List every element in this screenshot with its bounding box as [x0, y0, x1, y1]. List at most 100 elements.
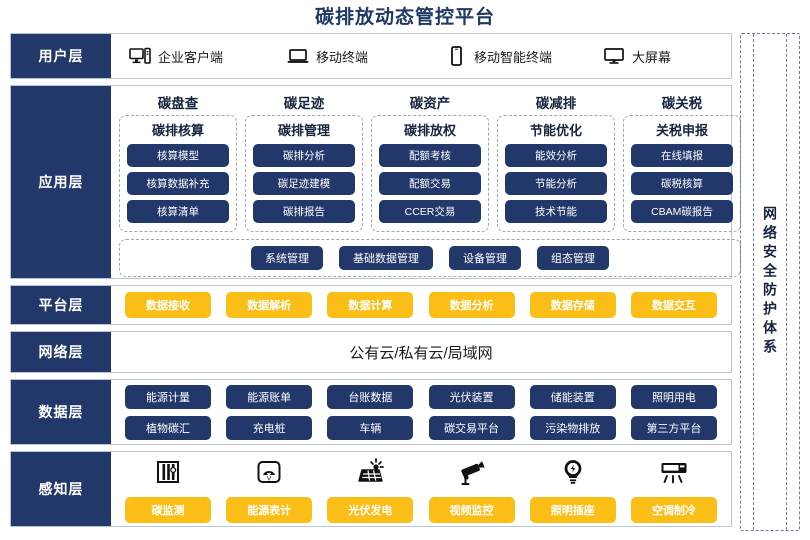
app-pill[interactable]: 碳足迹建模	[253, 172, 355, 195]
sense-item-lighting-socket[interactable]: 照明插座	[529, 455, 616, 523]
app-group-carbon-footprint: 碳足迹 碳排管理 碳排分析 碳足迹建模 碳排报告	[245, 92, 363, 232]
data-row: 植物碳汇 充电桩 车辆 碳交易平台 污染物排放 第三方平台	[125, 415, 717, 440]
app-pill[interactable]: 碳排分析	[253, 144, 355, 167]
layer-user: 用户层 企业客户端 移动终端	[10, 33, 732, 79]
laptop-icon	[287, 46, 309, 66]
application-groups: 碳盘查 碳排核算 核算模型 核算数据补充 核算清单 碳足迹 碳排管理 碳排分析	[119, 92, 741, 232]
group-title: 碳盘查	[157, 96, 199, 111]
user-item-mobile-terminal[interactable]: 移动终端	[287, 46, 439, 66]
app-pill[interactable]: 核算模型	[127, 144, 229, 167]
app-group-carbon-asset: 碳资产 碳排放权 配额考核 配额交易 CCER交易	[371, 92, 489, 232]
platform-pill[interactable]: 数据交互	[630, 292, 717, 318]
app-pill[interactable]: 核算数据补充	[127, 172, 229, 195]
app-pill[interactable]: 在线填报	[631, 144, 733, 167]
platform-pill[interactable]: 数据分析	[428, 292, 515, 318]
data-pill[interactable]: 污染物排放	[529, 415, 616, 440]
user-item-large-screen[interactable]: 大屏幕	[603, 46, 755, 66]
user-item-enterprise-client[interactable]: 企业客户端	[129, 46, 281, 66]
layer-platform: 平台层 数据接收 数据解析 数据计算 数据分析 数据存储 数据交互	[10, 285, 732, 325]
layer-data-label: 数据层	[11, 380, 111, 444]
layer-application: 应用层 碳盘查 碳排核算 核算模型 核算数据补充 核算清单 碳足迹	[10, 85, 741, 279]
security-panel-label: 网络安全防护体系	[762, 206, 778, 358]
group-subtitle: 碳排放权	[403, 123, 456, 138]
mgmt-pill-system[interactable]: 系统管理	[251, 246, 323, 270]
management-module-box: 系统管理 基础数据管理 设备管理 组态管理	[119, 239, 741, 277]
layer-data-body: 能源计量 能源账单 台账数据 光伏装置 储能装置 照明用电 植物碳汇 充电桩 车…	[111, 380, 731, 444]
app-pill[interactable]: 能效分析	[505, 144, 607, 167]
platform-pill[interactable]: 数据存储	[529, 292, 616, 318]
layer-perception: 感知层 碳监测 V 能源表计	[10, 451, 732, 527]
sense-label: 照明插座	[529, 496, 616, 523]
user-item-label: 移动智能终端	[474, 49, 553, 65]
app-pill[interactable]: CCER交易	[379, 200, 481, 223]
svg-text:V: V	[267, 475, 272, 482]
layer-user-body: 企业客户端 移动终端 移动智能终端	[111, 34, 759, 78]
sense-item-video-surveillance[interactable]: 视频监控	[428, 455, 515, 523]
platform-pill[interactable]: 数据解析	[226, 292, 313, 318]
layer-network-body: 公有云/私有云/局域网	[111, 332, 731, 372]
security-panel-inner: 网络安全防护体系	[753, 34, 787, 530]
air-conditioner-icon	[658, 455, 690, 489]
platform-pill[interactable]: 数据接收	[125, 292, 211, 318]
sense-label: 能源表计	[226, 496, 313, 523]
sense-item-solar-power[interactable]: 光伏发电	[327, 455, 414, 523]
data-pill[interactable]: 第三方平台	[630, 415, 717, 440]
data-row: 能源计量 能源账单 台账数据 光伏装置 储能装置 照明用电	[125, 384, 717, 409]
layer-network: 网络层 公有云/私有云/局域网	[10, 331, 732, 373]
sense-item-air-conditioning[interactable]: 空调制冷	[630, 455, 717, 523]
group-title: 碳资产	[409, 96, 451, 111]
app-pill[interactable]: 节能分析	[505, 172, 607, 195]
app-pill[interactable]: 配额考核	[379, 144, 481, 167]
app-group-carbon-inventory: 碳盘查 碳排核算 核算模型 核算数据补充 核算清单	[119, 92, 237, 232]
group-subtitle: 关税申报	[655, 123, 708, 138]
user-item-label: 企业客户端	[158, 49, 224, 65]
layer-application-body: 碳盘查 碳排核算 核算模型 核算数据补充 核算清单 碳足迹 碳排管理 碳排分析	[111, 86, 751, 278]
app-pill[interactable]: 配额交易	[379, 172, 481, 195]
mgmt-pill-device[interactable]: 设备管理	[449, 246, 521, 270]
desktop-tower-icon	[129, 46, 151, 66]
cctv-camera-icon	[456, 455, 488, 489]
data-pill[interactable]: 照明用电	[630, 384, 717, 409]
sense-label: 碳监测	[125, 496, 211, 523]
user-item-smart-terminal[interactable]: 移动智能终端	[445, 46, 597, 66]
layer-data: 数据层 能源计量 能源账单 台账数据 光伏装置 储能装置 照明用电 植物碳汇 充…	[10, 379, 732, 445]
data-pill[interactable]: 储能装置	[529, 384, 616, 409]
user-item-label: 移动终端	[316, 49, 369, 65]
layer-network-label: 网络层	[11, 332, 111, 372]
data-pill[interactable]: 充电桩	[226, 415, 313, 440]
network-description: 公有云/私有云/局域网	[349, 344, 493, 362]
sense-item-energy-meter[interactable]: V 能源表计	[226, 455, 313, 523]
data-pill[interactable]: 台账数据	[327, 384, 414, 409]
app-pill[interactable]: 碳税核算	[631, 172, 733, 195]
layer-application-label: 应用层	[11, 86, 111, 278]
data-pill[interactable]: 光伏装置	[428, 384, 515, 409]
layer-stack: 用户层 企业客户端 移动终端	[10, 33, 741, 527]
app-pill[interactable]: 核算清单	[127, 200, 229, 223]
mgmt-pill-configuration[interactable]: 组态管理	[537, 246, 609, 270]
data-pill[interactable]: 能源账单	[226, 384, 313, 409]
layer-platform-label: 平台层	[11, 286, 111, 324]
group-subtitle: 碳排核算	[151, 123, 204, 138]
app-pill[interactable]: 技术节能	[505, 200, 607, 223]
app-group-carbon-tariff: 碳关税 关税申报 在线填报 碳税核算 CBAM碳报告	[623, 92, 741, 232]
data-pill[interactable]: 植物碳汇	[125, 415, 211, 440]
solar-panel-icon	[354, 455, 386, 489]
platform-pill[interactable]: 数据计算	[327, 292, 414, 318]
app-pill[interactable]: CBAM碳报告	[631, 200, 733, 223]
data-pill[interactable]: 碳交易平台	[428, 415, 515, 440]
monitor-icon	[603, 46, 625, 66]
app-group-carbon-reduction: 碳减排 节能优化 能效分析 节能分析 技术节能	[497, 92, 615, 232]
gauge-meter-icon: V	[254, 455, 284, 489]
security-panel: 网络安全防护体系	[740, 33, 800, 531]
app-pill[interactable]: 碳排报告	[253, 200, 355, 223]
sense-item-carbon-monitor[interactable]: 碳监测	[125, 455, 211, 523]
data-pill[interactable]: 车辆	[327, 415, 414, 440]
group-title: 碳减排	[535, 96, 577, 111]
data-pill[interactable]: 能源计量	[125, 384, 211, 409]
mgmt-pill-basic-data[interactable]: 基础数据管理	[339, 246, 433, 270]
light-bulb-icon	[558, 455, 588, 489]
sense-label: 光伏发电	[327, 496, 414, 523]
carbon-sensor-icon	[153, 455, 183, 489]
group-title: 碳足迹	[283, 96, 325, 111]
